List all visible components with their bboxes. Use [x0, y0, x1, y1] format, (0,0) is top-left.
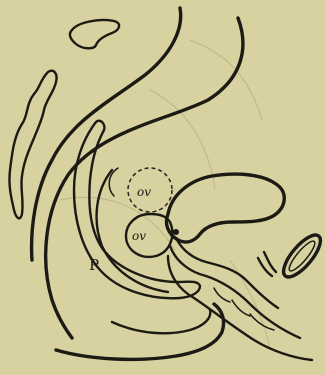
label-ov-upper: ov [137, 185, 151, 199]
tube-dot [173, 229, 179, 235]
upper-small-blob [70, 20, 119, 48]
label-p: P [89, 256, 99, 274]
label-ov-lower: ov [132, 229, 146, 243]
left-wavy-strip [9, 71, 56, 219]
show-through-lines [60, 40, 270, 350]
wall-rib-1 [214, 288, 230, 302]
uterus-body [166, 174, 284, 242]
ring-pessary [278, 230, 325, 283]
vaginal-wall-upper [170, 246, 300, 338]
lower-inner-contour [112, 310, 210, 333]
right-mark-1 [258, 258, 272, 276]
outer-curved-contour [32, 8, 181, 260]
